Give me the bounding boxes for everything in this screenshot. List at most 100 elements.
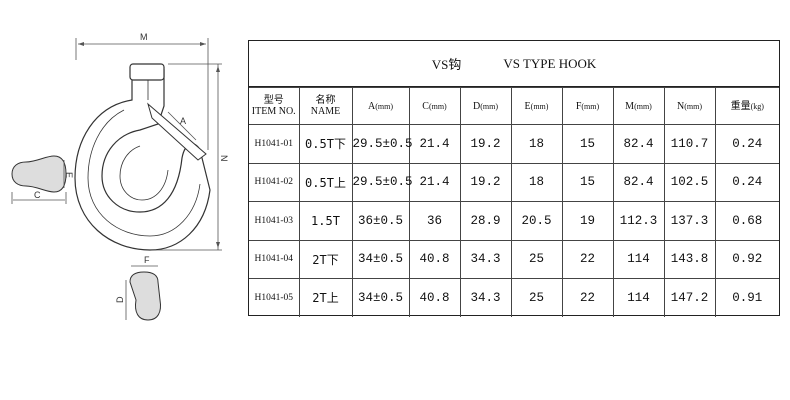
column-header-top: E (524, 100, 531, 112)
table-cell: 25 (510, 239, 563, 279)
column-header-unit: (mm) (530, 101, 549, 111)
table-cell: 22 (561, 239, 614, 279)
table-cell: 21.4 (408, 162, 461, 202)
table-cell: 19 (561, 201, 614, 241)
column-header-unit: (mm) (634, 101, 652, 111)
table-cell: 40.8 (408, 278, 461, 317)
table-cell: 147.2 (663, 278, 716, 317)
column-header-label: E(mm) (512, 101, 562, 112)
table-cell: 0.5T上 (298, 162, 353, 202)
column-header-unit: (mm) (480, 101, 498, 111)
dim-label-e: E (64, 172, 74, 178)
column-header-bottom: NAME (310, 106, 341, 117)
table-cell: 15 (561, 124, 614, 164)
column-header-top: N (676, 100, 685, 112)
column-header-label: C(mm) (410, 101, 460, 112)
table-cell: 15 (561, 162, 614, 202)
table-cell: 0.24 (714, 124, 779, 164)
column-header-label: N(mm) (665, 101, 715, 112)
dim-label-n: N (219, 155, 229, 162)
column-header-label: 型号 (249, 95, 299, 106)
column-header-top: C (422, 100, 429, 112)
table-cell: H1041-04 (249, 239, 300, 279)
dim-label-d: D (115, 296, 125, 303)
column-header-label: 重量(kg) (716, 101, 780, 112)
table-cell: 143.8 (663, 239, 716, 279)
column-header-unit: (kg) (750, 101, 764, 111)
table-cell: 82.4 (612, 162, 665, 202)
column-header-top: 名称 (315, 95, 336, 106)
table-cell: 110.7 (663, 124, 716, 164)
table-cell: 34.3 (459, 239, 512, 279)
table-cell: 36±0.5 (351, 201, 410, 241)
table-cell: 21.4 (408, 124, 461, 164)
table-cell: H1041-01 (249, 124, 300, 164)
table-cell: 19.2 (459, 162, 512, 202)
column-header: F(mm) (561, 87, 614, 125)
dim-label-f: F (144, 255, 150, 265)
table-cell: 20.5 (510, 201, 563, 241)
hook-drawing: M N A E C F D (11, 32, 229, 321)
table-cell: 2T下 (298, 239, 353, 279)
column-header: A(mm) (351, 87, 410, 125)
table-cell: 34±0.5 (351, 278, 410, 317)
column-header-label: D(mm) (461, 101, 511, 112)
column-header-label: 名称 (300, 95, 352, 106)
column-header-top: 重量 (730, 100, 751, 112)
column-header-top: F (575, 100, 582, 112)
table-cell: 114 (612, 239, 665, 279)
table-cell: 34.3 (459, 278, 512, 317)
table-cell: 0.5T下 (298, 124, 353, 164)
table-cell: 29.5±0.5 (351, 124, 413, 164)
column-header-unit: (mm) (581, 101, 600, 111)
table-cell: 137.3 (663, 201, 716, 241)
table-title: VS钩 VS TYPE HOOK (249, 41, 779, 87)
column-header: E(mm) (510, 87, 563, 125)
column-header-unit: (mm) (684, 101, 702, 111)
column-header: M(mm) (612, 87, 665, 125)
table-cell: H1041-02 (249, 162, 300, 202)
table-cell: H1041-05 (249, 278, 300, 317)
table-cell: 0.68 (714, 201, 779, 241)
table-cell: 2T上 (298, 278, 353, 317)
column-header-label: M(mm) (614, 101, 664, 112)
column-header-top: 型号 (263, 95, 284, 106)
column-header-unit: (mm) (375, 101, 393, 111)
table-cell: 18 (510, 162, 563, 202)
table-cell: 112.3 (612, 201, 665, 241)
table-cell: 29.5±0.5 (351, 162, 413, 202)
section-fd-outline (129, 271, 161, 321)
column-header-top: D (472, 100, 481, 112)
column-header-bottom: ITEM NO. (251, 106, 296, 117)
hook-outline (74, 69, 211, 251)
column-header: N(mm) (663, 87, 716, 125)
title-cn: VS钩 (431, 57, 462, 72)
table-cell: 0.92 (714, 239, 779, 279)
column-header: C(mm) (408, 87, 461, 125)
column-header-label: F(mm) (563, 101, 613, 112)
dim-label-m: M (140, 32, 148, 42)
dim-label-a: A (180, 116, 186, 126)
table-cell: 0.24 (714, 162, 779, 202)
table-cell: 22 (561, 278, 614, 317)
table-cell: 18 (510, 124, 563, 164)
column-header-label: A(mm) (353, 101, 409, 112)
table-cell: H1041-03 (249, 201, 300, 241)
table-cell: 34±0.5 (351, 239, 410, 279)
table-cell: 25 (510, 278, 563, 317)
table-cell: 36 (408, 201, 461, 241)
column-header: D(mm) (459, 87, 512, 125)
table-cell: 40.8 (408, 239, 461, 279)
column-header-unit: (mm) (428, 101, 447, 111)
dim-label-c: C (34, 190, 41, 200)
table-cell: 28.9 (459, 201, 512, 241)
